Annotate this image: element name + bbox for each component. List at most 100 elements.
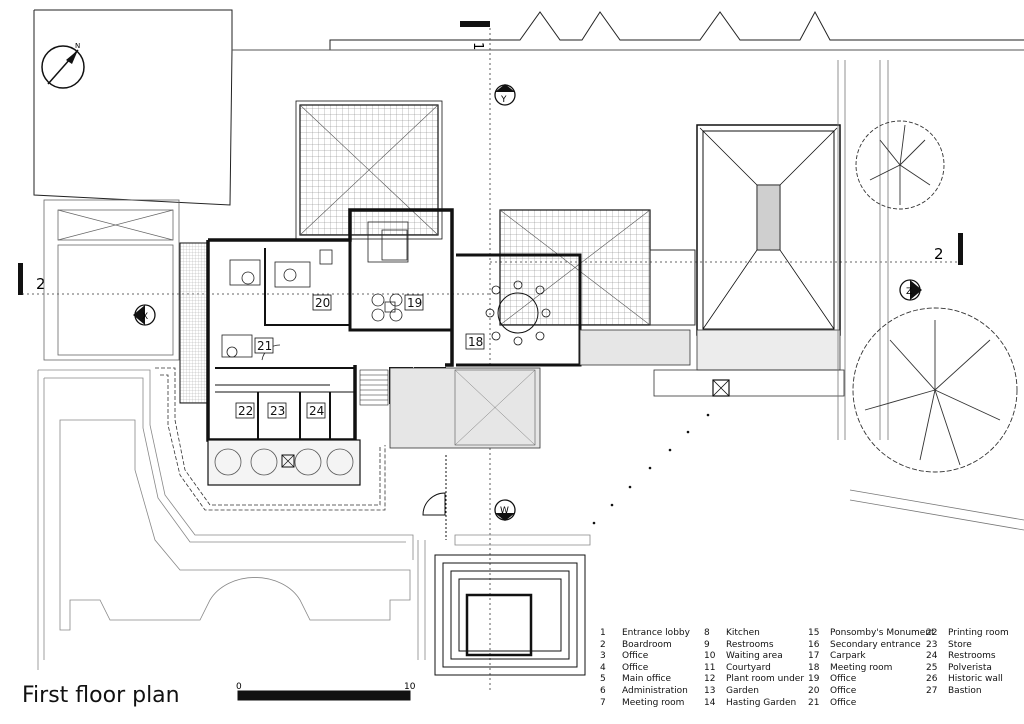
planter: [207, 439, 361, 486]
legend-item-number: 24: [926, 651, 938, 662]
svg-text:N: N: [75, 42, 80, 50]
legend-item-label: Office: [830, 697, 857, 708]
legend-item-number: 26: [926, 674, 938, 685]
room-label-23: 23: [270, 404, 285, 418]
svg-text:Z: Z: [906, 287, 912, 297]
legend-item-label: Plant room under: [726, 674, 805, 685]
room-label-box-22: [235, 402, 255, 419]
roof-pavilion: [696, 124, 841, 336]
left-balcony: [179, 242, 209, 404]
legend-item-label: Kitchen: [726, 628, 760, 638]
dashed-terrace-outline: [155, 367, 386, 511]
neighbour-building: [33, 9, 1024, 206]
legend-item-number: 7: [600, 697, 606, 708]
legend-item-label: Restrooms: [948, 651, 996, 662]
legend-item: 20 Office: [808, 686, 935, 698]
room-label-box-21: [254, 337, 274, 354]
section-mark-1: 1: [460, 21, 490, 50]
legend-item-label: Main office: [622, 674, 672, 685]
legend-item-label: Meeting room: [622, 697, 685, 708]
legend-item-number: 4: [600, 662, 606, 673]
legend-item-number: 27: [926, 685, 938, 696]
legend-item-label: Store: [948, 639, 972, 650]
legend-item-label: Office: [830, 674, 857, 685]
pavilion-base: [696, 329, 841, 371]
section-mark-1-label: 1: [470, 42, 485, 50]
legend-item: 14 Hasting Garden: [704, 698, 804, 710]
section-mark-2-left-label: 2: [36, 275, 46, 293]
stairs: [359, 369, 389, 406]
office-19-furniture: [367, 221, 409, 322]
left-terrace: [43, 199, 180, 361]
legend-item-number: 5: [600, 674, 606, 685]
room-label-box-24: [306, 402, 326, 419]
tree-bottom: [852, 307, 1018, 473]
room-label-19: 19: [407, 296, 422, 310]
legend-item: 16 Secondary entrance: [808, 640, 935, 652]
room-label-24: 24: [309, 404, 324, 418]
legend-item-label: Garden: [726, 685, 759, 696]
legend-item-number: 13: [704, 685, 716, 696]
legend-item-label: Secondary entrance: [830, 639, 921, 650]
legend-item-label: Boardroom: [622, 639, 672, 650]
legend-item: 24 Restrooms: [926, 651, 1009, 663]
room-label-18: 18: [468, 335, 483, 349]
meeting-room-18: [456, 253, 582, 367]
legend-item-number: 9: [704, 639, 710, 650]
room-label-20: 20: [315, 296, 330, 310]
legend-item-number: 22: [926, 628, 938, 638]
room-label-22: 22: [238, 404, 253, 418]
legend-item-number: 16: [808, 639, 820, 650]
legend-item-number: 23: [926, 639, 938, 650]
legend-item-label: Hasting Garden: [726, 697, 797, 708]
office-20-furniture: [229, 249, 333, 288]
legend-item: 27 Bastion: [926, 686, 1009, 698]
drawing-title: First floor plan: [22, 683, 180, 708]
elevation-mark-z: Z: [899, 279, 922, 301]
legend-item-number: 21: [808, 697, 820, 708]
elevation-mark-x: X: [133, 304, 156, 326]
right-boundary: [837, 60, 1024, 531]
room-labels: 20 19 18 21 22 23 24: [235, 294, 485, 419]
legend-item-label: Waiting area: [726, 651, 783, 662]
legend-item-number: 11: [704, 662, 716, 673]
legend-item: 7 Meeting room: [600, 698, 690, 710]
legend-item-number: 8: [704, 628, 710, 638]
svg-text:W: W: [500, 506, 509, 516]
elevation-mark-w: W: [494, 499, 516, 521]
scale-start-label: 0: [236, 682, 242, 692]
legend-item-number: 19: [808, 674, 820, 685]
legend-item-number: 20: [808, 685, 820, 696]
legend-item-number: 14: [704, 697, 716, 708]
legend-item-label: Carpark: [830, 651, 866, 662]
polverista: [434, 554, 586, 676]
legend-item: 8 Kitchen: [704, 628, 804, 640]
legend-item-label: Restrooms: [726, 639, 774, 650]
legend-item-number: 17: [808, 651, 820, 662]
legend-item-label: Administration: [622, 685, 688, 696]
legend-item-number: 25: [926, 662, 938, 673]
secondary-entrance-door: [422, 492, 446, 516]
dotted-path: [592, 413, 710, 525]
legend-item-label: Office: [830, 685, 857, 696]
legend-item-label: Bastion: [948, 685, 982, 696]
section-mark-2-right-label: 2: [934, 245, 944, 263]
legend-item: 23 Store: [926, 640, 1009, 652]
room-label-box-18: [465, 333, 485, 350]
